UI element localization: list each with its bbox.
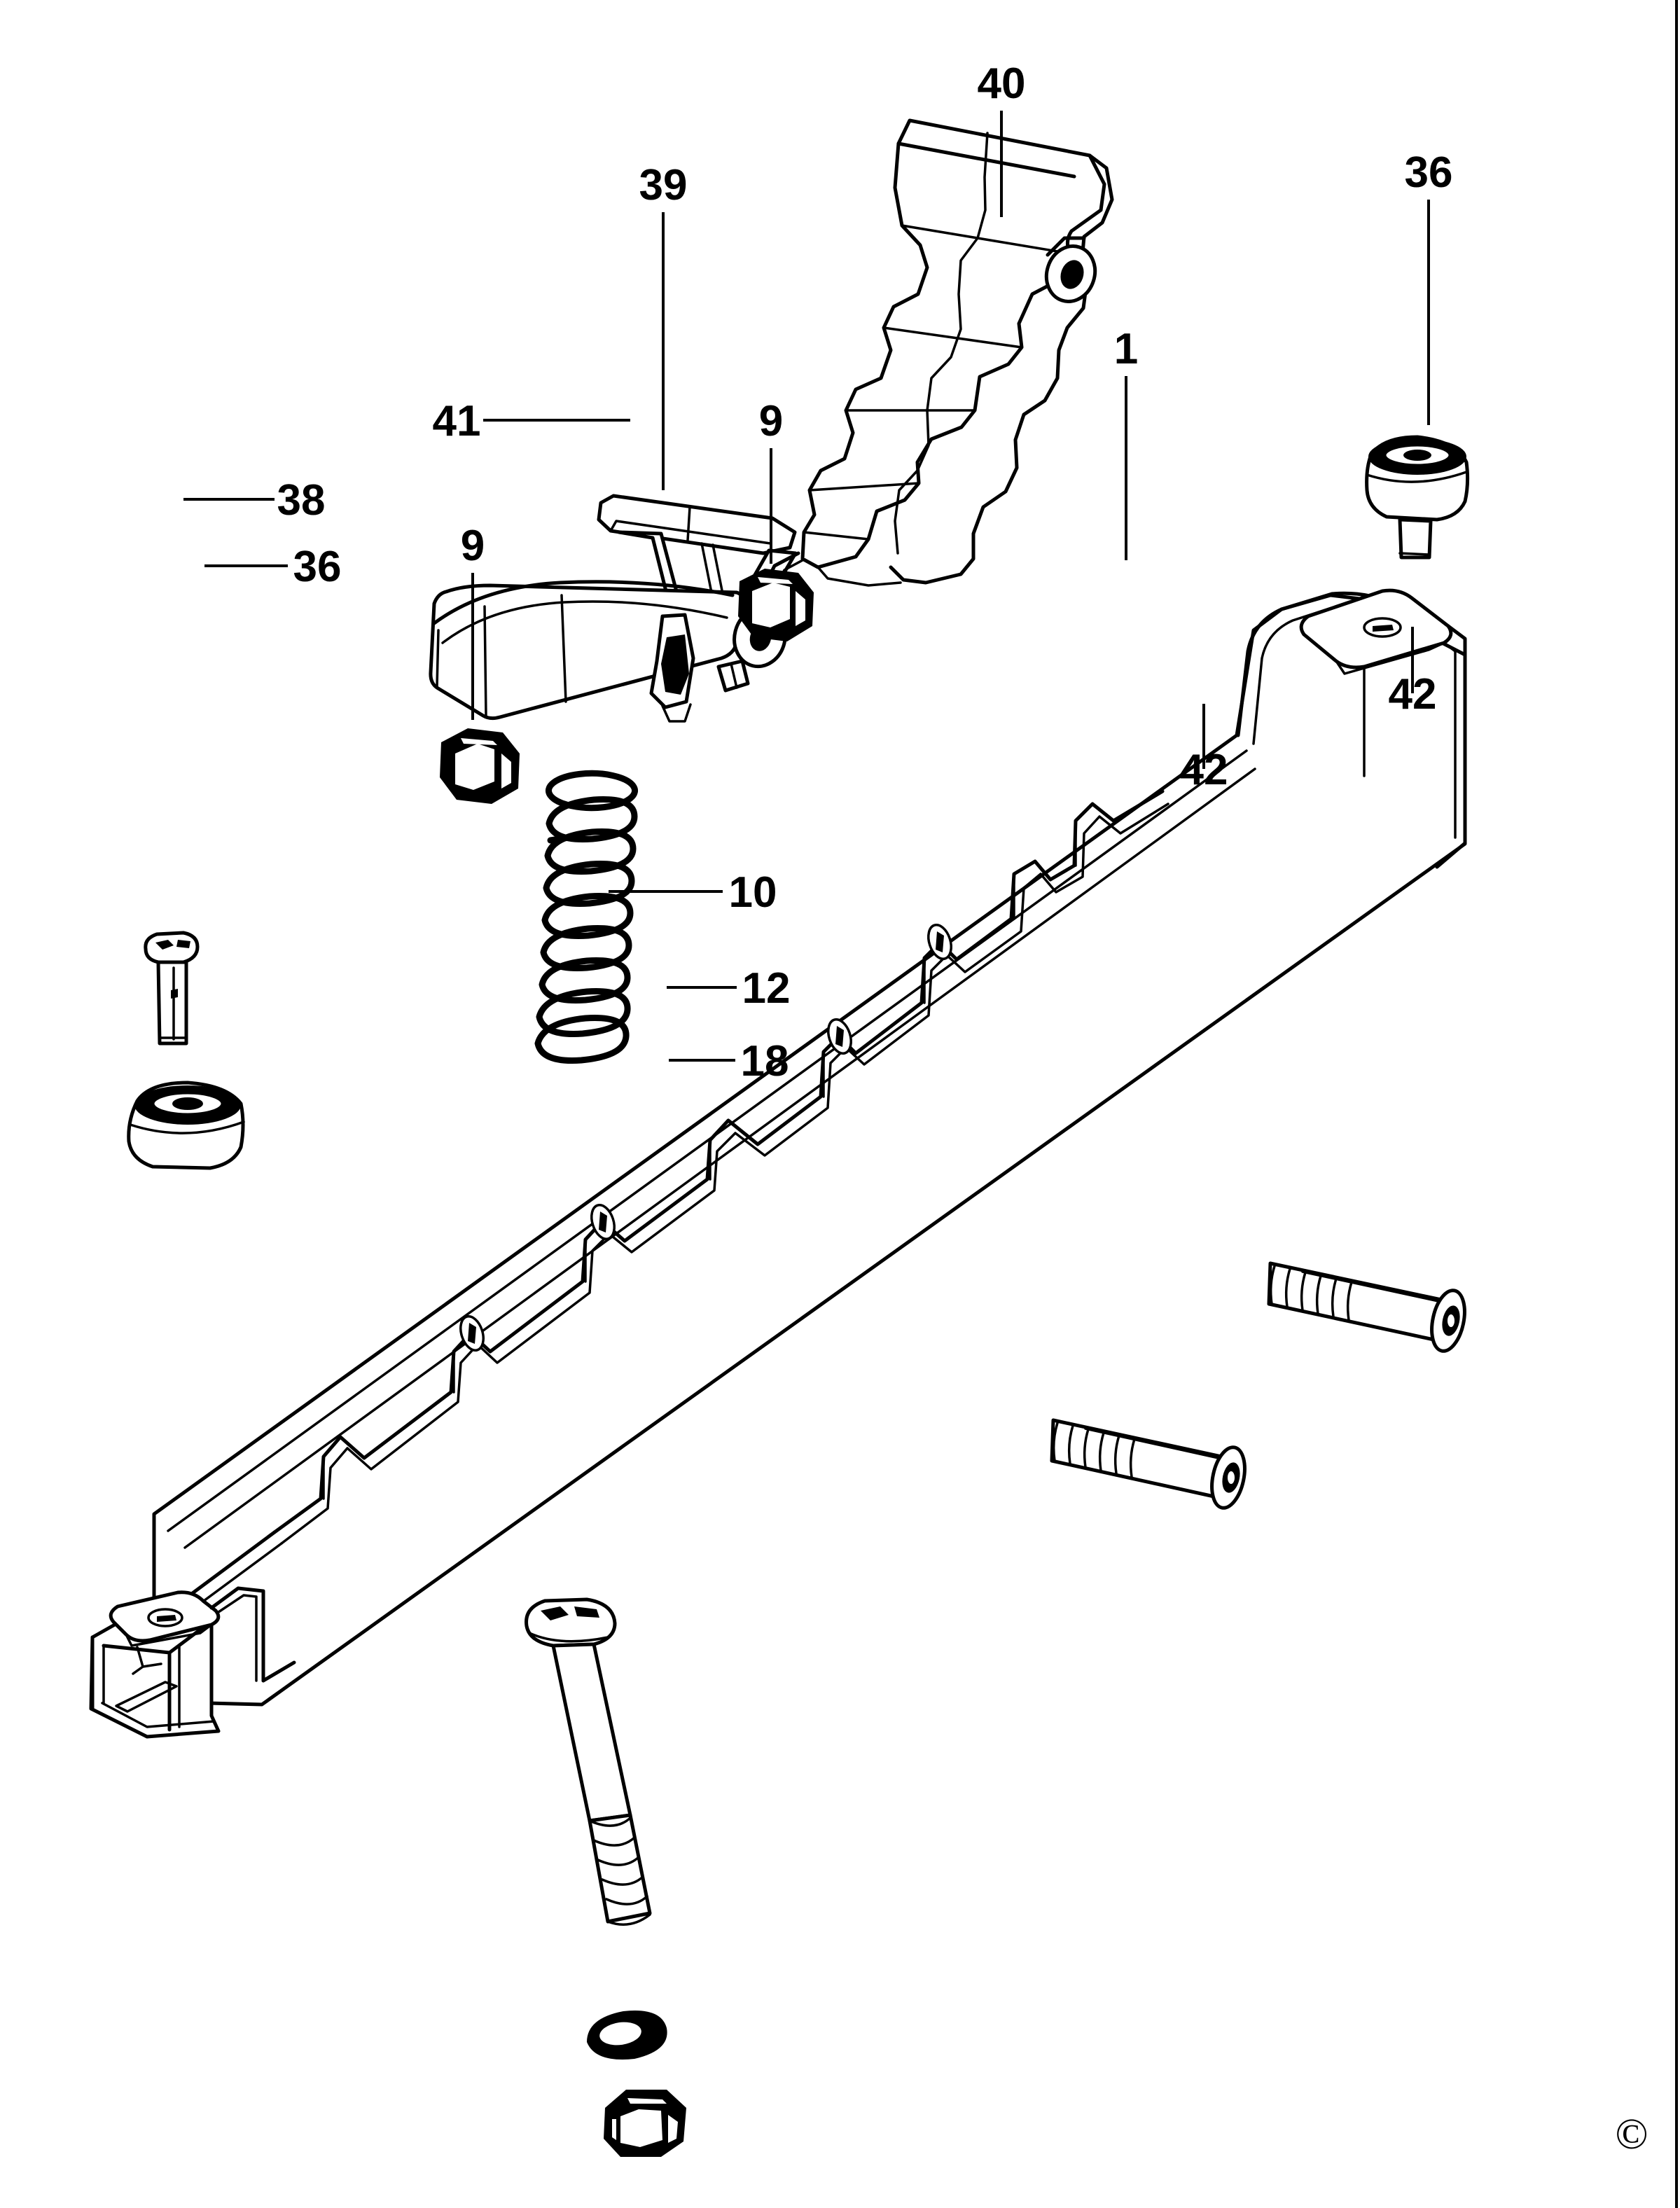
callout-label-9: 9 xyxy=(461,522,485,570)
callout-label-9: 9 xyxy=(759,397,783,445)
foot-top-bore xyxy=(1403,450,1431,461)
callout-label-41: 41 xyxy=(433,397,481,445)
callout-1-main-frame-rail: 1 xyxy=(1114,325,1138,560)
part-1-main-frame-rail xyxy=(89,588,1467,1739)
part-42-pan-head-bolt-lower xyxy=(1050,1418,1247,1510)
callout-38-shoulder-bolt: 38 xyxy=(183,476,325,525)
part-41-compression-spring xyxy=(534,770,639,1064)
foot-left-bore xyxy=(172,1097,203,1110)
callout-12-flat-washer: 12 xyxy=(667,964,790,1013)
callout-9-hex-nut-upper: 9 xyxy=(759,397,783,564)
callout-42-pan-head-bolt-lower: 42 xyxy=(1180,704,1228,794)
callout-label-42: 42 xyxy=(1180,746,1228,794)
callout-label-40: 40 xyxy=(978,60,1026,108)
callout-label-12: 12 xyxy=(742,964,791,1013)
callout-label-36: 36 xyxy=(1405,148,1453,197)
part-18-hex-lock-nut xyxy=(604,2090,686,2157)
callout-9-hex-nut-lower: 9 xyxy=(461,522,485,720)
callout-label-38: 38 xyxy=(277,476,326,525)
part-9-hex-nut-lower xyxy=(440,728,520,804)
callout-42-pan-head-bolt-upper: 42 xyxy=(1389,627,1437,718)
hinge-bore xyxy=(1060,260,1084,289)
callout-label-36: 36 xyxy=(293,543,342,591)
part-9-hex-nut-upper xyxy=(738,569,814,641)
callout-label-1: 1 xyxy=(1114,325,1138,373)
washer-bore xyxy=(599,2022,641,2046)
part-38-shoulder-bolt xyxy=(144,931,200,1046)
part-12-flat-washer xyxy=(587,2011,667,2060)
callout-39-lever-latch-assembly: 39 xyxy=(639,161,688,490)
callout-40-belt-guard: 40 xyxy=(978,60,1026,217)
part-36-rubber-foot-left xyxy=(127,1081,245,1170)
copyright-icon: © xyxy=(1615,2111,1648,2158)
part-10-carriage-bolt xyxy=(525,1597,652,1926)
callout-layer: 40 39 36 1 41 9 38 9 36 42 42 10 12 18 xyxy=(183,60,1452,1085)
callout-18-hex-lock-nut: 18 xyxy=(669,1037,789,1085)
part-42-pan-head-bolt-upper xyxy=(1267,1261,1466,1353)
part-36-rubber-foot-top xyxy=(1365,435,1470,560)
callout-41-compression-spring: 41 xyxy=(433,397,630,445)
part-40-belt-guard xyxy=(800,118,1114,587)
callout-label-42: 42 xyxy=(1389,670,1437,718)
callout-36-rubber-foot-top: 36 xyxy=(1405,148,1453,425)
callout-36-rubber-foot-left: 36 xyxy=(204,543,341,591)
callout-label-18: 18 xyxy=(741,1037,789,1085)
callout-label-10: 10 xyxy=(729,868,777,917)
callout-label-39: 39 xyxy=(639,161,688,209)
callout-10-carriage-bolt: 10 xyxy=(609,868,777,917)
